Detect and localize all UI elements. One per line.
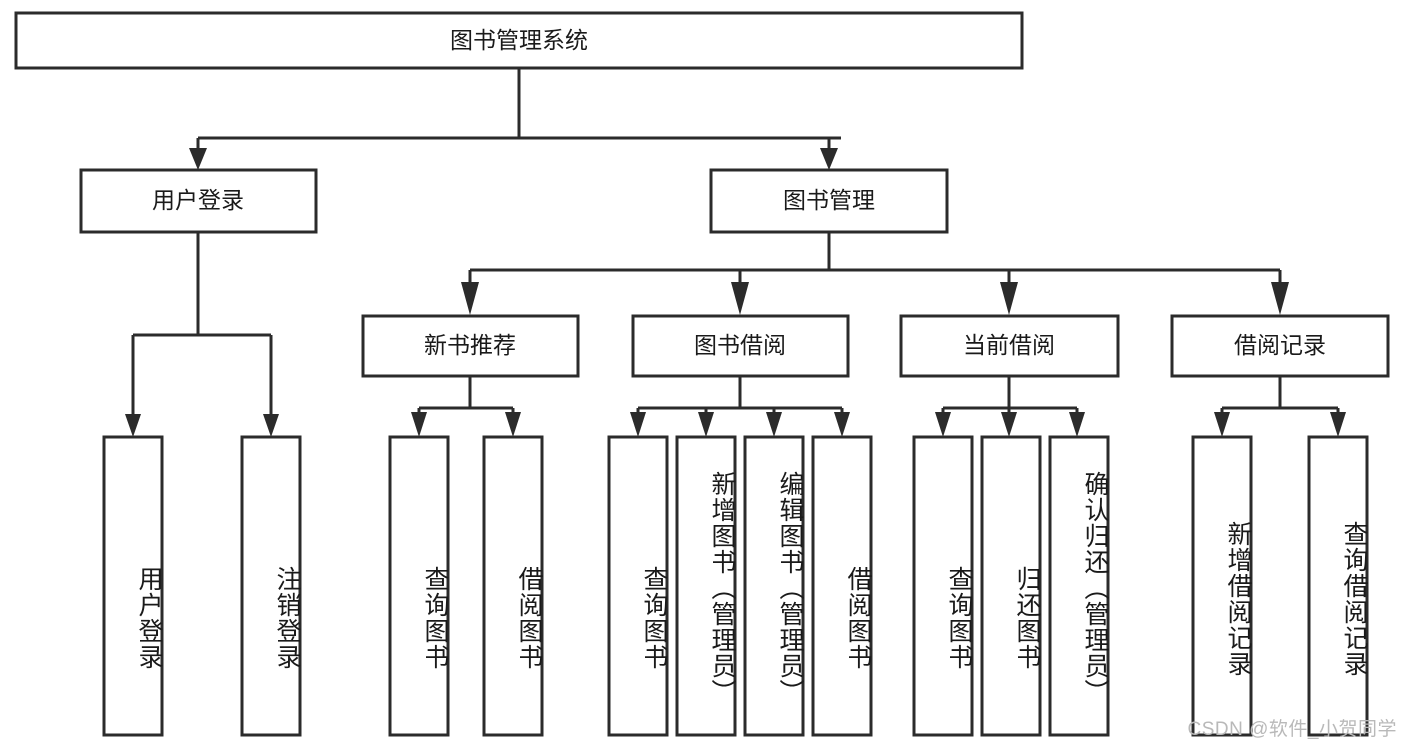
watermark: CSDN @软件_小贺同学	[1187, 719, 1397, 740]
connector-group-book-borrow	[630, 376, 850, 437]
node-box-leaf-book-borrow-1[interactable]	[675, 435, 737, 737]
node-box-leaf-current-borrow-0[interactable]	[912, 435, 974, 737]
node-label-root: 图书管理系统	[450, 27, 588, 53]
arrow-head-leaf-current-borrow-3	[1069, 412, 1085, 437]
arrow-head-current-borrow	[1000, 282, 1018, 315]
connector-group-root	[189, 68, 841, 170]
node-box-leaf-new-book-1[interactable]	[482, 435, 544, 737]
node-box-book-borrow[interactable]	[631, 314, 850, 378]
arrow-head-leaf-book-borrow-4	[834, 412, 850, 437]
arrow-head-leaf-current-borrow-2	[1001, 412, 1017, 437]
node-box-leaf-current-borrow-2[interactable]	[1048, 435, 1110, 737]
node-box-leaf-book-borrow-2[interactable]	[743, 435, 805, 737]
connector-group-current-borrow	[935, 376, 1085, 437]
connector-group-borrow-record	[1214, 376, 1346, 437]
node-label-user-login: 用户登录	[152, 187, 244, 213]
arrow-head-leaf-borrow-record-2	[1330, 412, 1346, 437]
node-label-borrow-record: 借阅记录	[1234, 332, 1326, 358]
arrow-head-borrow-record	[1271, 282, 1289, 315]
arrow-head-book-borrow	[731, 282, 749, 315]
node-box-new-book-recommend[interactable]	[361, 314, 580, 378]
node-box-leaf-new-book-0[interactable]	[388, 435, 450, 737]
connector-group-user-login	[125, 232, 279, 437]
node-label-current-borrow: 当前借阅	[963, 332, 1055, 358]
arrow-head-leaf-new-book-1	[411, 412, 427, 437]
node-box-borrow-record[interactable]	[1170, 314, 1390, 378]
arrow-head-leaf-current-borrow-1	[935, 412, 951, 437]
arrow-head-new-book	[461, 282, 479, 315]
node-box-leaf-book-borrow-0[interactable]	[607, 435, 669, 737]
arrow-head-leaf-user-login-2	[263, 414, 279, 437]
connector-group-book-manage	[461, 232, 1289, 315]
node-label-book-manage: 图书管理	[783, 187, 875, 213]
arrow-head-leaf-new-book-2	[505, 412, 521, 437]
node-label-new-book-recommend: 新书推荐	[424, 332, 516, 358]
node-box-root[interactable]	[14, 11, 1024, 70]
node-box-leaf-user-login-0[interactable]	[102, 435, 164, 737]
node-box-leaf-user-login-1[interactable]	[240, 435, 302, 737]
node-box-leaf-book-borrow-3[interactable]	[811, 435, 873, 737]
arrow-head-book-manage	[820, 148, 838, 170]
arrow-head-leaf-book-borrow-1	[630, 412, 646, 437]
node-label-book-borrow: 图书借阅	[694, 332, 786, 358]
node-box-book-manage[interactable]	[709, 168, 949, 234]
arrow-head-leaf-borrow-record-1	[1214, 412, 1230, 437]
arrow-head-leaf-book-borrow-2	[698, 412, 714, 437]
arrow-head-user-login	[189, 148, 207, 170]
node-box-current-borrow[interactable]	[899, 314, 1120, 378]
connector-group-new-book	[411, 376, 521, 437]
node-box-leaf-current-borrow-1[interactable]	[980, 435, 1042, 737]
node-box-user-login[interactable]	[79, 168, 318, 234]
arrow-head-leaf-user-login-1	[125, 414, 141, 437]
node-box-leaf-borrow-record-0[interactable]	[1191, 435, 1253, 737]
arrow-head-leaf-book-borrow-3	[766, 412, 782, 437]
node-box-leaf-borrow-record-1[interactable]	[1307, 435, 1369, 737]
